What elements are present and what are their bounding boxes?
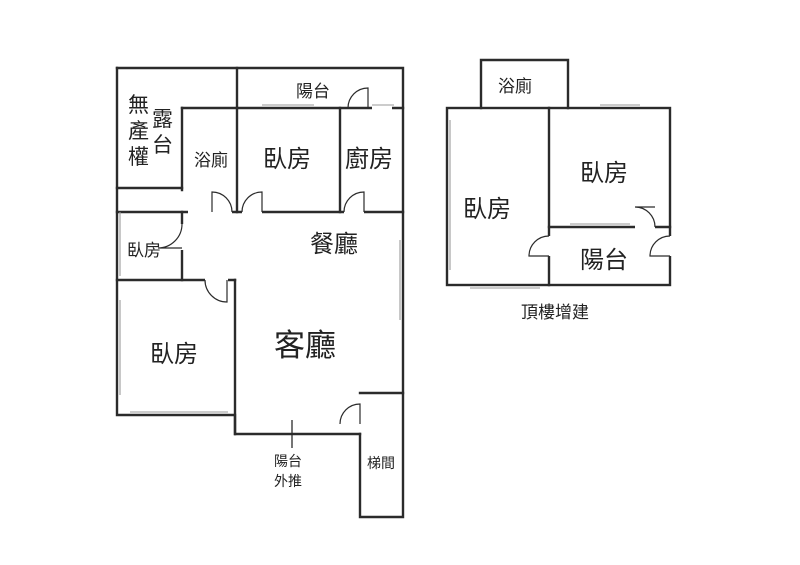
label-roof-bath: 浴廁: [498, 76, 532, 97]
door-bedroom-swing: [241, 191, 263, 213]
label-roof-balcony: 陽台: [580, 246, 628, 274]
door-kitchen-swing: [343, 191, 365, 213]
label-roof-caption: 頂樓增建: [521, 303, 589, 323]
label-roof-bedroom-left: 臥房: [463, 195, 511, 223]
door-balcony-swing: [347, 87, 369, 109]
label-stair: 梯間: [367, 456, 395, 472]
label-bath-main: 浴廁: [194, 150, 228, 171]
label-dining: 餐廳: [310, 230, 358, 258]
door-bath-swing: [211, 191, 233, 213]
label-roof-bedroom-right: 臥房: [580, 159, 628, 187]
label-living: 客廳: [274, 328, 336, 364]
label-balcony-top: 陽台: [296, 82, 330, 102]
label-balcony-out: 陽台 外推: [274, 454, 306, 490]
label-bedroom-small: 臥房: [127, 241, 161, 261]
label-no-title: 無 產 權: [128, 93, 156, 169]
label-bedroom-top: 臥房: [263, 145, 311, 173]
main-floor: [115, 66, 405, 519]
door-small-bedroom-swing: [157, 223, 183, 249]
door-roof-bedroom: [634, 206, 656, 228]
label-bedroom-left: 臥房: [150, 340, 198, 368]
label-kitchen: 廚房: [345, 145, 393, 173]
door-left-bedroom-swing: [204, 279, 228, 303]
label-terrace: 露 台: [152, 107, 180, 157]
door-stair-swing: [339, 403, 361, 425]
roof-floor: [445, 58, 673, 289]
door-roof-balcony-left: [528, 235, 550, 257]
door-roof-balcony-right: [649, 235, 671, 257]
